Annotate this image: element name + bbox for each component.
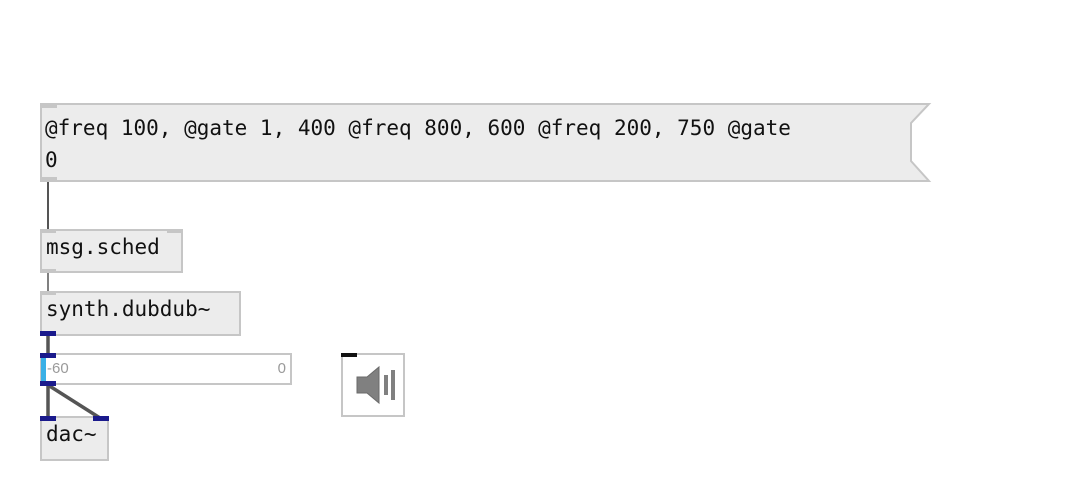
msg-sched-outlet[interactable] [40,269,56,273]
synth-dubdub-signal-outlet[interactable] [40,331,56,336]
dsp-toggle-button[interactable] [341,353,405,417]
gain-slider-min-label: -60 [47,360,69,377]
message-box[interactable] [40,103,932,183]
cord-slider-to-dac-right[interactable] [47,383,101,420]
message-inlet[interactable] [41,104,57,108]
gain-slider-signal-inlet[interactable] [40,353,56,358]
message-line-1: @freq 100, @gate 1, 400 @freq 800, 600 @… [45,116,791,140]
msg-sched-inlet-right[interactable] [167,229,183,233]
dac-label: dac~ [46,422,97,446]
msg-sched-inlet-left[interactable] [40,229,56,233]
msg-sched-object[interactable]: msg.sched [40,229,183,273]
gain-slider-max-label: 0 [277,360,286,377]
synth-dubdub-inlet[interactable] [40,291,56,295]
dac-object[interactable]: dac~ [40,416,109,461]
msg-sched-label: msg.sched [46,235,160,259]
message-line-2: 0 [45,148,58,172]
dsp-toggle-inlet[interactable] [341,353,357,357]
dac-signal-inlet-left[interactable] [40,416,56,421]
message-text: @freq 100, @gate 1, 400 @freq 800, 600 @… [45,112,791,176]
gain-slider[interactable]: -60 0 [40,353,292,385]
gain-slider-handle[interactable] [41,355,46,383]
gain-slider-signal-outlet[interactable] [40,381,56,386]
synth-dubdub-object[interactable]: synth.dubdub~ [40,291,241,336]
speaker-icon [356,365,395,405]
message-outlet[interactable] [41,177,57,181]
dac-signal-inlet-right[interactable] [93,416,109,421]
synth-dubdub-label: synth.dubdub~ [46,297,211,321]
